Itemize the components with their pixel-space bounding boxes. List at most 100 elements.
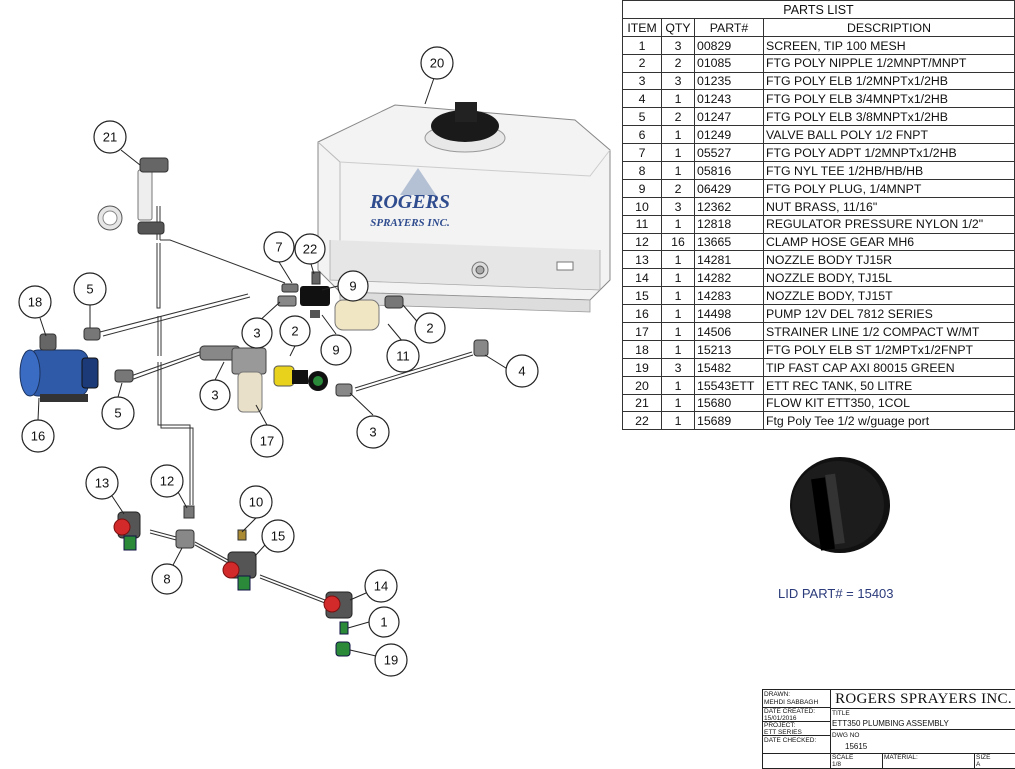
cell-qty: 1 [661,339,695,359]
cell-item: 9 [622,178,662,198]
cell-description: Ftg Poly Tee 1/2 w/guage port [763,411,1015,431]
svg-text:4: 4 [518,364,525,379]
cell-part: 01247 [694,107,764,127]
tank-logo-line2: SPRAYERS INC. [370,217,449,229]
cell-item: 3 [622,71,662,91]
cell-part: 14283 [694,286,764,306]
svg-text:19: 19 [384,653,398,668]
balloon-10: 10 [239,485,273,519]
cell-part: 01235 [694,71,764,91]
parts-list-title: PARTS LIST [622,0,1015,19]
cell-item: 17 [622,322,662,341]
balloon-5-lower: 5 [101,396,135,430]
cell-part: 14506 [694,322,764,341]
cell-part: 12362 [694,196,764,216]
svg-text:5: 5 [114,406,121,421]
cell-part: 15543ETT [694,375,764,395]
cell-part: 06429 [694,178,764,198]
balloon-18: 18 [18,285,52,319]
cell-item: 4 [622,89,662,109]
cell-part: 01243 [694,89,764,109]
cell-description: FTG POLY ELB 3/4MNPTx1/2HB [763,89,1015,109]
svg-text:9: 9 [349,279,356,294]
svg-text:1: 1 [380,615,387,630]
cell-part: 00829 [694,35,764,55]
svg-text:17: 17 [260,434,274,449]
balloon-4: 4 [505,354,539,388]
cell-part: 15689 [694,411,764,431]
size-value: A [976,761,981,768]
lid-illustration [790,457,890,553]
balloon-11: 11 [386,339,420,373]
dwg-no-value: 15615 [845,742,868,751]
dwg-no-label: DWG NO [832,732,860,739]
cell-item: 15 [622,286,662,306]
project-label: PROJECT: [764,722,796,729]
balloon-2-right: 2 [414,312,446,344]
scale-label: SCALE [832,754,854,761]
cell-part: 12818 [694,214,764,234]
cell-description: NUT BRASS, 11/16" [763,196,1015,216]
date-checked-label: DATE CHECKED: [764,737,817,744]
flow-kit [97,157,169,235]
cell-qty: 3 [661,35,695,55]
balloon-3-lower: 3 [356,415,390,449]
svg-text:15: 15 [271,529,285,544]
cell-description: NOZZLE BODY, TJ15L [763,268,1015,288]
svg-text:22: 22 [303,242,317,257]
cell-qty: 1 [661,322,695,341]
col-header-item: ITEM [622,17,662,37]
balloon-2-left: 2 [279,315,311,347]
cell-qty: 2 [661,53,695,73]
cell-qty: 2 [661,178,695,198]
date-created-label: DATE CREATED: [764,708,816,715]
cell-qty: 1 [661,161,695,180]
balloon-14: 14 [364,569,398,603]
cell-qty: 3 [661,71,695,91]
svg-text:18: 18 [28,295,42,310]
cell-item: 10 [622,196,662,216]
cell-item: 5 [622,107,662,127]
cell-item: 22 [622,411,662,431]
svg-text:3: 3 [369,425,376,440]
cell-description: REGULATOR PRESSURE NYLON 1/2" [763,214,1015,234]
svg-text:3: 3 [253,326,260,341]
tank: ROGERS SPRAYERS INC. [317,102,611,313]
svg-text:3: 3 [211,388,218,403]
cell-part: 14282 [694,268,764,288]
svg-text:11: 11 [396,349,410,364]
cell-item: 2 [622,53,662,73]
balloon-5-upper: 5 [73,272,107,306]
date-created-value: 15/01/2016 [764,715,797,722]
cell-qty: 2 [661,107,695,127]
title-block: DRAWN: MEHDI SABBAGH DATE CREATED: 15/01… [762,689,1015,769]
nozzle-bodies [113,505,353,657]
cell-qty: 1 [661,214,695,234]
cell-description: FTG POLY ELB 3/8MNPTx1/2HB [763,107,1015,127]
title-value: ETT350 PLUMBING ASSEMBLY [832,719,949,728]
balloon-17: 17 [250,424,284,458]
cell-description: PUMP 12V DEL 7812 SERIES [763,304,1015,324]
balloon-9-lower: 9 [320,334,352,366]
svg-text:9: 9 [332,343,339,358]
balloon-9-upper: 9 [337,270,369,302]
cell-item: 18 [622,339,662,359]
balloon-7: 7 [263,231,295,263]
cell-qty: 1 [661,250,695,270]
cell-part: 14281 [694,250,764,270]
